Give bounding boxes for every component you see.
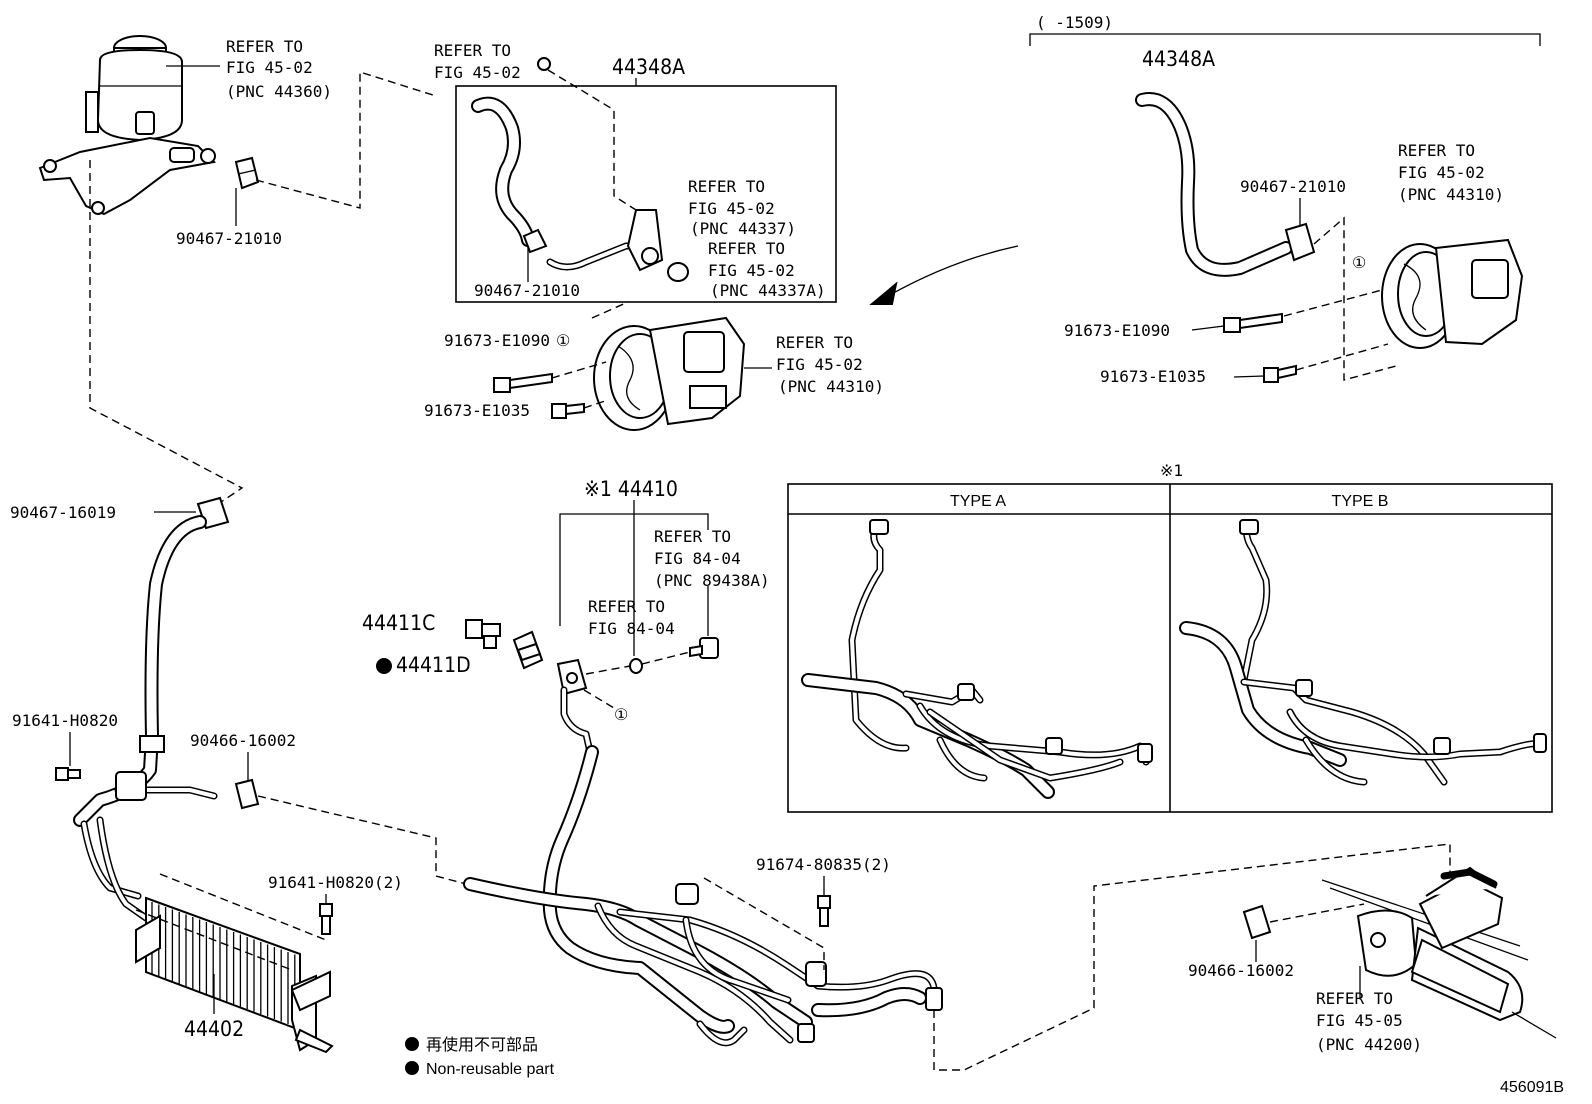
pressure-switch (689, 637, 719, 659)
variant-mark: ※1 (1160, 461, 1183, 480)
bolt-91641-h0820-2 (319, 894, 333, 935)
refer-to-fig-45-02-pnc-44337: REFER TO FIG 45-02 (PNC 44337) (688, 177, 796, 238)
date-range: ( -1509) (1036, 13, 1113, 32)
clip-90466-16002-b (1242, 904, 1272, 962)
non-reusable-dot (376, 658, 392, 674)
refer-to-fig-45-02-top: REFER TO FIG 45-02 (434, 41, 521, 82)
type-b-header: TYPE B (1332, 493, 1389, 510)
part-number-90467-16019: 90467-16019 (10, 503, 116, 522)
oil-cooler-44402 (135, 896, 334, 1054)
steering-boot (1410, 938, 1510, 1014)
union-44411c (465, 619, 501, 649)
hose-44348a-right (1135, 92, 1293, 277)
clip-90467-21010-c (1284, 198, 1316, 262)
refer-to-fig-45-05-pnc-44200: REFER TO FIG 45-05 (PNC 44200) (1316, 989, 1422, 1054)
hose-group-frame (455, 85, 837, 303)
hose-44348a-center (471, 57, 689, 282)
bolt-91673-e1035-center (551, 402, 585, 419)
o-ring (629, 658, 643, 674)
legend-non-reusable-en: Non-reusable part (426, 1061, 555, 1078)
pressure-tube-assembly (463, 686, 943, 1047)
illustration-number: 456091B (1500, 1079, 1564, 1096)
leader-dashed-9 (583, 651, 691, 709)
part-number-91674-80835-2: 91674-80835(2) (756, 855, 891, 874)
part-number-44411d: 44411D (396, 653, 471, 677)
part-number-91673-e1090-center: 91673-E1090 (444, 331, 550, 350)
reservoir-assembly (38, 35, 220, 216)
leader-dashed-10 (703, 843, 1451, 1071)
date-range-bracket (1029, 33, 1541, 46)
refer-to-fig-45-02-pnc-44337a: REFER TO FIG 45-02 (PNC 44337A) (708, 239, 826, 300)
gasket-44411d (512, 630, 544, 670)
part-number-44348a-right: 44348A (1142, 47, 1215, 71)
part-number-91673-e1035-right: 91673-E1035 (1100, 367, 1206, 386)
clip-90467-21010-a (234, 156, 260, 226)
leader-dashed-4 (551, 301, 629, 409)
refer-to-fig-45-02-pnc-44310-right: REFER TO FIG 45-02 (PNC 44310) (1398, 141, 1504, 204)
power-steering-pump-center (593, 316, 746, 431)
part-number-90467-21010-c: 90467-21010 (1240, 177, 1346, 196)
bolt-91641-h0820 (55, 732, 81, 781)
part-number-90467-21010-a: 90467-21010 (176, 229, 282, 248)
leader-dashed-2 (89, 160, 244, 513)
leader-dashed-3 (547, 69, 637, 211)
clip-90466-16002-a (234, 752, 260, 810)
part-number-90467-21010-b: 90467-21010 (474, 281, 580, 300)
leader-dashed-1 (255, 71, 437, 209)
part-number-90466-16002-a: 90466-16002 (190, 731, 296, 750)
leader-dashed-5 (1313, 216, 1397, 381)
refer-to-fig-84-04: REFER TO FIG 84-04 (588, 597, 675, 638)
legend-dot-1 (405, 1037, 419, 1051)
bolt-91673-e1090-center (493, 372, 553, 393)
refer-to-fig-84-04-pnc-89438a: REFER TO FIG 84-04 (PNC 89438A) (654, 527, 770, 590)
part-number-91673-e1035-center: 91673-E1035 (424, 401, 530, 420)
legend-non-reusable-jp: 再使用不可部品 (426, 1036, 538, 1054)
part-number-44411c: 44411C (362, 611, 435, 635)
refer-to-fig-45-02-pnc-44360: REFER TO FIG 45-02 (PNC 44360) (226, 37, 332, 101)
part-number-91641-h0820: 91641-H0820 (12, 711, 118, 730)
type-b-tube (1179, 519, 1547, 786)
bolt-91673-e1090-right (1223, 312, 1283, 333)
legend-dot-2 (405, 1061, 419, 1075)
leader-dashed-11 (1269, 903, 1365, 923)
circled-one-center: ① (556, 331, 570, 350)
part-number-44410: ※1 44410 (584, 477, 678, 501)
leader-dashed-7 (257, 795, 467, 885)
leader-dashed-8 (135, 873, 327, 971)
return-hose (73, 515, 218, 922)
type-a-tube (801, 519, 1153, 799)
arrow-head (869, 281, 898, 305)
part-number-90466-16002-b: 90466-16002 (1188, 961, 1294, 980)
type-a-header: TYPE A (950, 493, 1006, 510)
arrow-line (887, 245, 1019, 297)
bolt-91673-e1035-right (1263, 364, 1297, 383)
part-number-91641-h0820-2: 91641-H0820(2) (268, 873, 403, 892)
leader-dashed-6 (1283, 289, 1389, 371)
part-number-44348a-center: 44348A (612, 55, 685, 79)
part-number-44402: 44402 (184, 1017, 244, 1041)
bolt-91674-80835-2 (817, 876, 831, 927)
union-bracket (556, 658, 588, 696)
refer-to-fig-45-02-pnc-44310-center: REFER TO FIG 45-02 (PNC 44310) (776, 333, 884, 396)
circled-one-right: ① (1352, 253, 1366, 272)
part-number-91673-e1090-right: 91673-E1090 (1064, 321, 1170, 340)
circled-one-bottom: ① (614, 705, 628, 724)
power-steering-pump-right (1381, 238, 1524, 349)
